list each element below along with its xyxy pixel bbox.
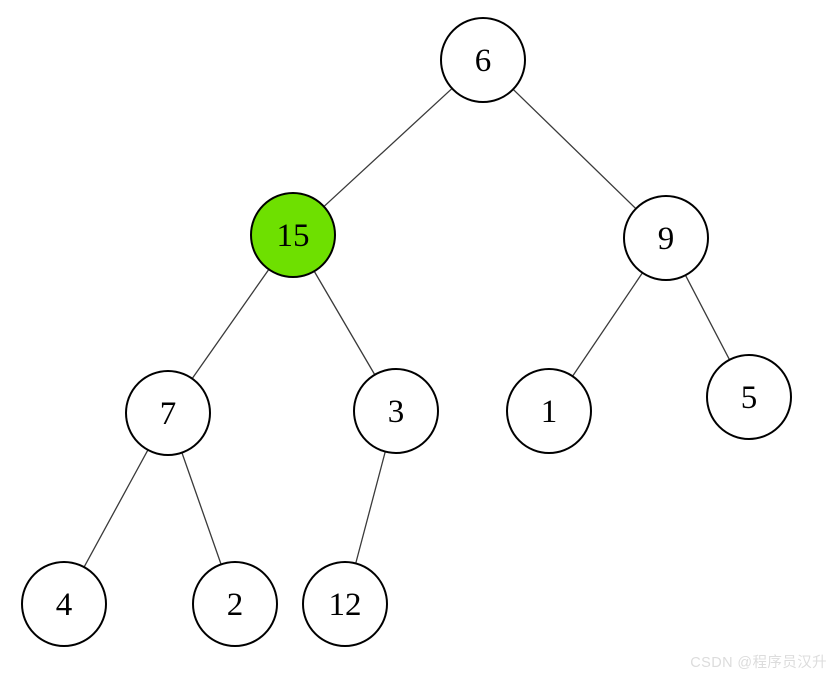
node-label-15: 15 xyxy=(277,218,310,254)
node-label-9: 9 xyxy=(658,221,675,257)
node-circle-15[interactable] xyxy=(250,192,336,278)
tree-node-2[interactable]: 2 xyxy=(192,561,278,647)
node-circle-7[interactable] xyxy=(125,370,211,456)
watermark-text: CSDN @程序员汉升 xyxy=(690,655,827,671)
tree-edge-6-to-9 xyxy=(512,88,637,210)
node-circle-6[interactable] xyxy=(440,17,526,103)
tree-edge-7-to-2 xyxy=(181,452,222,565)
node-circle-2[interactable] xyxy=(192,561,278,647)
tree-edge-9-to-5 xyxy=(684,274,731,361)
node-circle-9[interactable] xyxy=(623,195,709,281)
tree-node-6[interactable]: 6 xyxy=(440,17,526,103)
tree-node-9[interactable]: 9 xyxy=(623,195,709,281)
tree-edge-6-to-15 xyxy=(323,87,453,208)
node-circle-4[interactable] xyxy=(21,561,107,647)
node-circle-12[interactable] xyxy=(302,561,388,647)
tree-node-7[interactable]: 7 xyxy=(125,370,211,456)
edges-layer xyxy=(83,87,731,568)
tree-node-4[interactable]: 4 xyxy=(21,561,107,647)
tree-node-12[interactable]: 12 xyxy=(302,561,388,647)
node-label-5: 5 xyxy=(741,380,758,416)
node-label-7: 7 xyxy=(160,396,177,432)
node-circle-1[interactable] xyxy=(506,368,592,454)
node-circle-5[interactable] xyxy=(706,354,792,440)
node-label-12: 12 xyxy=(329,587,362,623)
node-label-4: 4 xyxy=(56,587,73,623)
tree-edge-9-to-1 xyxy=(571,272,644,377)
tree-node-1[interactable]: 1 xyxy=(506,368,592,454)
tree-edge-15-to-3 xyxy=(313,270,376,376)
tree-edge-7-to-4 xyxy=(83,449,149,568)
tree-edge-3-to-12 xyxy=(355,451,386,564)
node-label-2: 2 xyxy=(227,587,244,623)
tree-node-5[interactable]: 5 xyxy=(706,354,792,440)
tree-node-15[interactable]: 15 xyxy=(250,192,336,278)
node-label-6: 6 xyxy=(475,43,492,79)
node-label-3: 3 xyxy=(388,394,405,430)
node-circle-3[interactable] xyxy=(353,368,439,454)
tree-edge-15-to-7 xyxy=(191,268,270,380)
tree-node-3[interactable]: 3 xyxy=(353,368,439,454)
node-label-1: 1 xyxy=(541,394,558,430)
